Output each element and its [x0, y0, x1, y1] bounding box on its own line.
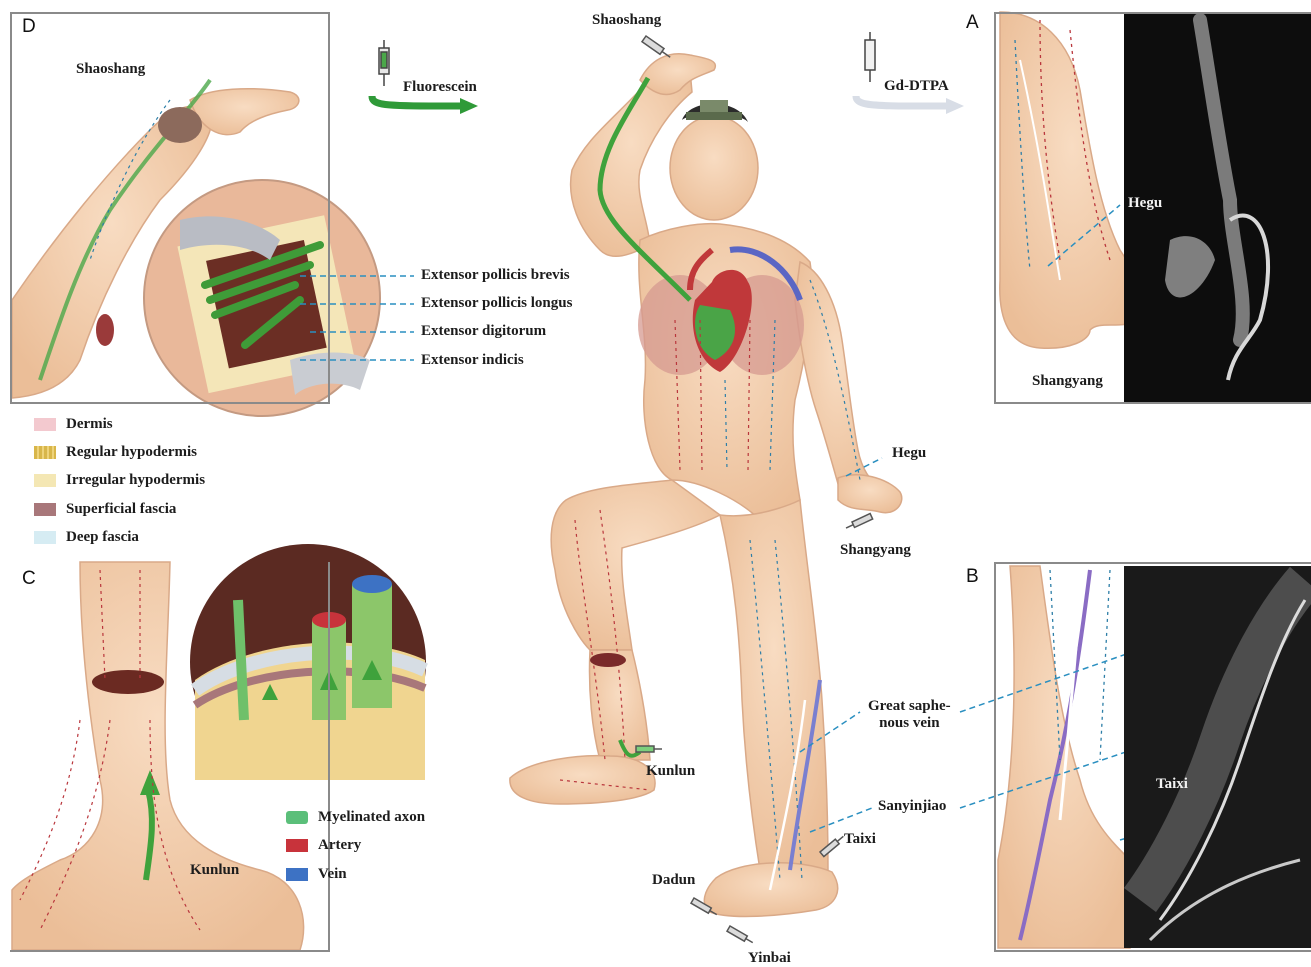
- taixi-label-body: Taixi: [844, 831, 876, 848]
- legend-swatch: [286, 839, 308, 852]
- panel-label-d: D: [22, 16, 36, 38]
- human-body-figure: [510, 54, 902, 917]
- shangyang-label-body: Shangyang: [840, 542, 911, 559]
- kunlun-label-c: Kunlun: [190, 862, 239, 879]
- legend-label: Vein: [318, 866, 347, 883]
- panel-d-frame: [10, 12, 330, 404]
- great-saphenous-vein-label: Great saphe- nous vein: [868, 698, 951, 732]
- kunlun-label-body: Kunlun: [646, 763, 695, 780]
- gd-dtpa-label: Gd-DTPA: [884, 78, 949, 95]
- panel-label-a: A: [966, 12, 979, 34]
- fluorescein-arrow: [372, 40, 478, 114]
- yinbai-label: Yinbai: [748, 950, 791, 967]
- gd-dtpa-arrow: [856, 32, 964, 114]
- great-saphenous-vein-line2: nous vein: [868, 715, 951, 732]
- panel-label-b: B: [966, 566, 979, 588]
- taixi-label-b: Taixi: [1156, 776, 1188, 793]
- legend-label: Superficial fascia: [66, 501, 176, 518]
- legend-swatch: [34, 503, 56, 516]
- shangyang-label-a: Shangyang: [1032, 373, 1103, 390]
- legend-swatch: [286, 868, 308, 881]
- muscle-label: Extensor pollicis longus: [421, 295, 572, 312]
- hegu-label-body: Hegu: [892, 445, 926, 462]
- legend-label: Myelinated axon: [318, 809, 425, 826]
- muscle-label: Extensor pollicis brevis: [421, 267, 570, 284]
- hegu-label-a: Hegu: [1128, 195, 1162, 212]
- legend-swatch: [34, 418, 56, 431]
- legend-label: Irregular hypodermis: [66, 472, 205, 489]
- shaoshang-label-center: Shaoshang: [592, 12, 661, 29]
- shaoshang-label-d: Shaoshang: [76, 61, 145, 78]
- legend-swatch: [286, 811, 308, 824]
- legend-label: Deep fascia: [66, 529, 139, 546]
- great-saphenous-vein-line1: Great saphe-: [868, 698, 951, 715]
- fluorescein-label: Fluorescein: [403, 79, 477, 96]
- muscle-label: Extensor indicis: [421, 352, 524, 369]
- panel-b-frame: [994, 562, 1311, 952]
- dadun-label: Dadun: [652, 872, 695, 889]
- legend-swatch: [34, 531, 56, 544]
- legend-label: Artery: [318, 837, 361, 854]
- legend-label: Dermis: [66, 416, 113, 433]
- muscle-label: Extensor digitorum: [421, 323, 546, 340]
- sanyinjiao-label: Sanyinjiao: [878, 798, 946, 815]
- panel-label-c: C: [22, 568, 36, 590]
- legend-swatch: [34, 474, 56, 487]
- panel-c-frame: [10, 562, 330, 952]
- legend-swatch: [34, 446, 56, 459]
- legend-label: Regular hypodermis: [66, 444, 197, 461]
